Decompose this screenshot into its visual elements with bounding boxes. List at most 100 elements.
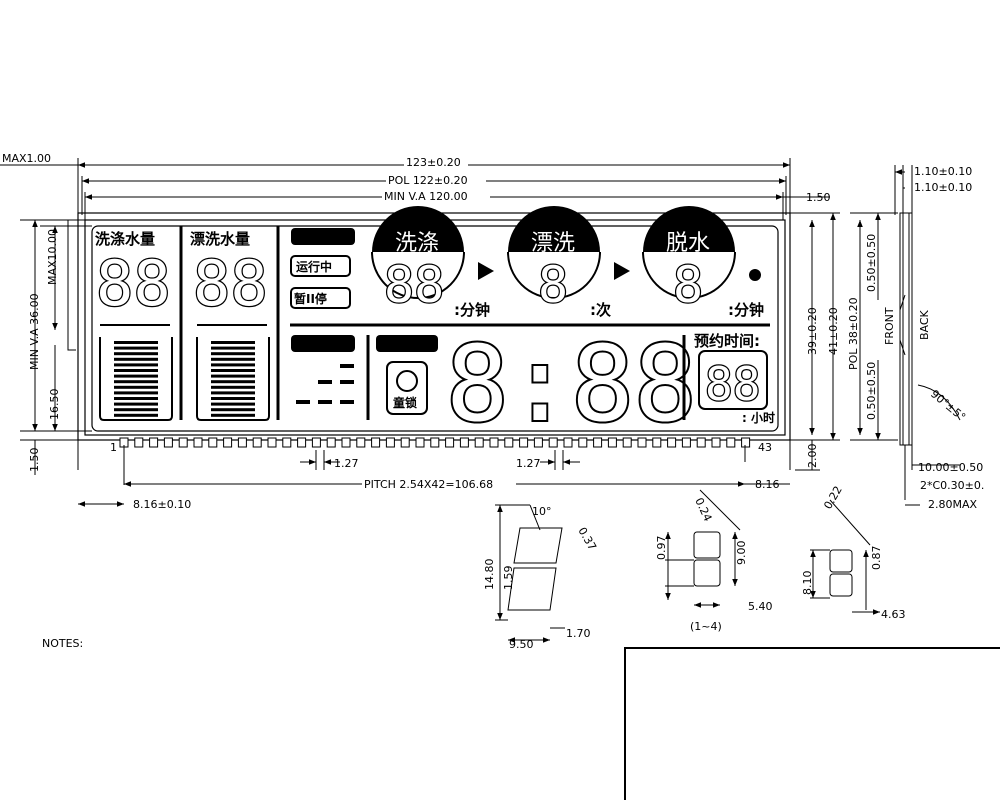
program-rinse: 漂洗 8	[507, 206, 601, 315]
pin	[356, 437, 366, 448]
pin	[326, 437, 336, 448]
wash-water-meter	[99, 324, 173, 421]
top-dim-labels: MAX1.00 123±0.20 POL 122±0.20 MIN V.A 12…	[2, 152, 831, 204]
pin	[711, 437, 721, 448]
lock-badge	[376, 335, 438, 352]
pin	[445, 437, 455, 448]
height-inner-label: 39±0.20	[806, 307, 819, 355]
pin	[371, 437, 381, 448]
pin	[637, 437, 647, 448]
pin	[593, 437, 603, 448]
bottom-150-label: 1.50	[28, 448, 41, 473]
meter-bar	[114, 402, 158, 406]
small-s-label: 0.87	[870, 546, 883, 571]
pin	[681, 437, 691, 448]
pin	[726, 437, 736, 448]
meter-bar	[211, 380, 255, 384]
small-h-label: 8.10	[801, 571, 814, 596]
pin	[607, 437, 617, 448]
meter-bar	[211, 402, 255, 406]
big-gap-label: 1.70	[566, 627, 591, 640]
pin	[622, 437, 632, 448]
meter-bar	[114, 397, 158, 400]
pol-width-label: POL 122±0.20	[388, 174, 468, 187]
meter-bar	[114, 413, 158, 417]
height-total-label: 41±0.20	[827, 307, 840, 355]
reserve-digits: 88	[705, 357, 760, 411]
small-stroke-label: 0.22	[821, 484, 845, 512]
pin	[652, 437, 662, 448]
pin	[474, 437, 484, 448]
notes-box	[624, 647, 1000, 800]
wash-water-digits: 88	[96, 247, 171, 320]
pin	[563, 437, 573, 448]
rinse-water-label: 漂洗水量	[190, 230, 250, 248]
pin-row	[119, 437, 751, 448]
meter-bar	[114, 369, 158, 372]
arrow-icon	[614, 262, 630, 280]
meter-bar	[114, 385, 158, 389]
rinse-unit: :次	[590, 301, 611, 319]
mid-stroke-label: 0.24	[692, 496, 714, 524]
meter-bar	[211, 341, 255, 344]
va-height-label: MIN V.A 36.00	[28, 293, 41, 370]
rinse-label: 漂洗	[531, 231, 575, 256]
pin	[208, 437, 218, 448]
program-spin: 脱水 8	[642, 206, 736, 315]
pol-margin-bottom-label: 0.50±0.50	[865, 362, 878, 420]
pin	[134, 437, 144, 448]
pin	[459, 437, 469, 448]
max-thickness-label: MAX1.00	[2, 152, 51, 165]
pin	[415, 437, 425, 448]
va-width-label: MIN V.A 120.00	[384, 190, 468, 203]
running-badge	[290, 255, 351, 277]
program-wash: 洗涤 88	[371, 206, 465, 315]
height-1650-label: 16.50	[48, 389, 61, 421]
spin-label: 脱水	[666, 231, 710, 256]
pin-first-label: 1	[110, 441, 117, 454]
left-dimensions	[20, 219, 92, 475]
meter-bar	[211, 408, 255, 412]
meter-bar	[211, 397, 255, 400]
pin	[430, 437, 440, 448]
meter-bar	[114, 374, 158, 378]
meter-bar	[211, 391, 255, 395]
total-width-label: 123±0.20	[406, 156, 461, 169]
pin	[489, 437, 499, 448]
lcd-content: 洗涤水量 漂洗水量 88 88 运行中 暂II停	[95, 206, 775, 447]
meter-bar	[211, 374, 255, 378]
left-dim-labels: MIN V.A 36.00 MAX10.00 16.50 1.50	[28, 229, 61, 472]
side-t2-label: 1.10±0.10	[914, 181, 972, 194]
spin-digit: 8	[673, 256, 703, 314]
pin	[548, 437, 558, 448]
meter-bar	[114, 341, 158, 344]
pin	[282, 437, 292, 448]
pol-margin-top-label: 0.50±0.50	[865, 234, 878, 292]
running-text: 运行中	[296, 259, 332, 274]
notes-label: NOTES:	[42, 637, 84, 650]
wash-water-label: 洗涤水量	[95, 230, 155, 248]
big-stroke-label: 0.37	[575, 525, 599, 553]
meter-bar	[114, 352, 158, 356]
pin	[163, 437, 173, 448]
pitch-label: PITCH 2.54X42=106.68	[364, 478, 493, 491]
rinse-water-meter	[196, 324, 270, 421]
pin	[696, 437, 706, 448]
meter-bar	[211, 352, 255, 356]
meter-bar	[114, 391, 158, 395]
reserve-box	[698, 350, 768, 410]
pin-gap-a-label: 1.27	[334, 457, 359, 470]
meter-bars	[114, 341, 255, 417]
meter-bar	[114, 346, 158, 350]
reserve-label: 预约时间:	[694, 332, 760, 350]
segment-detail-mid	[665, 489, 741, 608]
back-label: BACK	[918, 309, 931, 340]
pin	[519, 437, 529, 448]
meter-bar	[114, 363, 158, 367]
small-w-label: 4.63	[881, 608, 906, 621]
pin-len-label: 10.00±0.50	[918, 461, 983, 474]
right-dimensions	[790, 212, 840, 471]
meter-bar	[211, 413, 255, 417]
pitch-dimensions	[78, 445, 790, 507]
meter-bar	[114, 408, 158, 412]
